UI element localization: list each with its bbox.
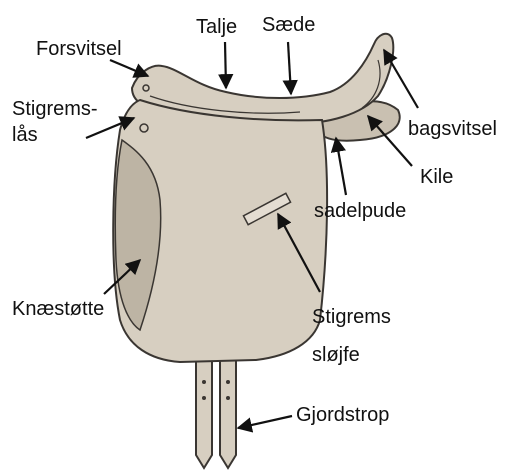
label-kile: Kile xyxy=(420,166,453,188)
label-sadelpude: sadelpude xyxy=(314,200,406,222)
arrow-gjordstrop xyxy=(238,416,292,428)
label-gjordstrop: Gjordstrop xyxy=(296,404,389,426)
arrow-forsvitsel xyxy=(110,60,148,76)
girth-straps xyxy=(196,360,236,468)
arrow-sadelpude xyxy=(336,138,346,195)
label-forsvitsel: Forsvitsel xyxy=(36,38,122,60)
label-stigremslaas-line2: lås xyxy=(12,124,38,146)
label-stigremssloejfe-line2: sløjfe xyxy=(312,344,360,366)
arrow-bagsvitsel xyxy=(384,50,418,108)
label-knaestoette: Knæstøtte xyxy=(12,298,104,320)
label-talje: Talje xyxy=(196,16,237,38)
label-bagsvitsel: bagsvitsel xyxy=(408,118,497,140)
arrow-talje xyxy=(225,42,226,88)
label-stigremslaas-line1: Stigrems- xyxy=(12,98,98,120)
label-saede: Sæde xyxy=(262,14,315,36)
label-stigremssloejfe-line1: Stigrems xyxy=(312,306,391,328)
arrow-saede xyxy=(288,42,291,94)
